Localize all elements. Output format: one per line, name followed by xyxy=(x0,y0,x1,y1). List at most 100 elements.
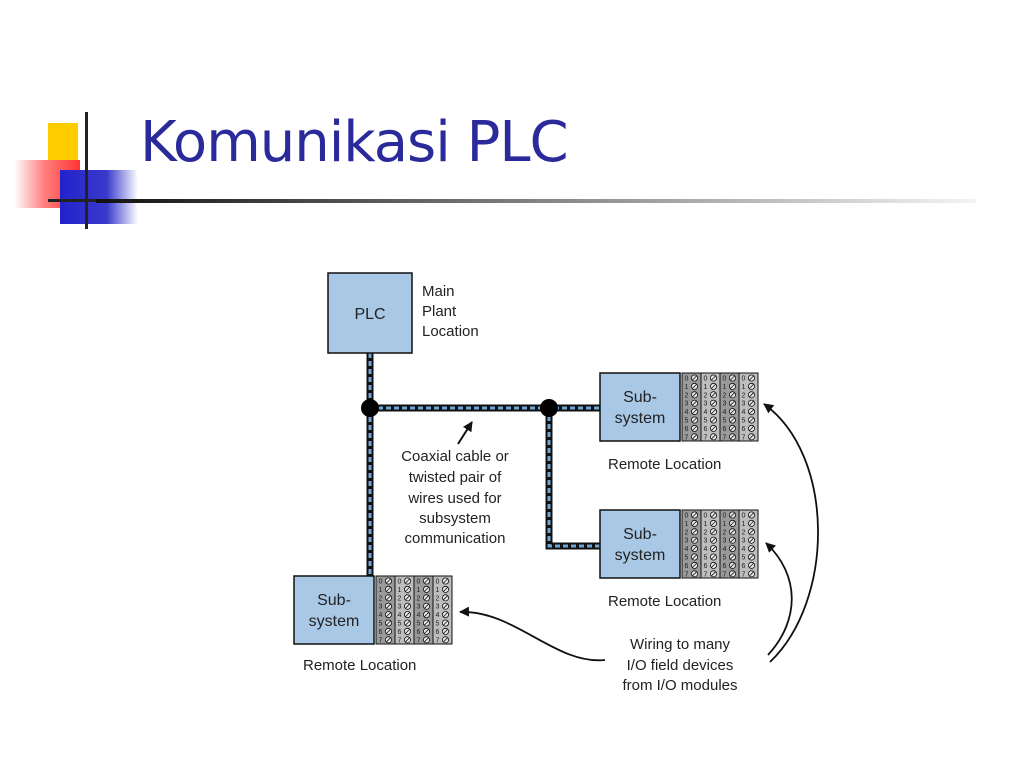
terminal-number: 6 xyxy=(704,563,708,570)
terminal-screw-slot xyxy=(692,529,697,535)
terminal-number: 4 xyxy=(436,612,440,619)
wiring-arrow-top xyxy=(763,403,819,663)
terminal-number: 4 xyxy=(742,409,746,416)
io-module-column xyxy=(432,575,453,645)
cable-note-line: Coaxial cable or xyxy=(401,448,509,465)
terminal-number: 4 xyxy=(704,546,708,553)
subsystem-unit-top-right: Sub- system 0123456701234567012345670123… xyxy=(599,372,759,473)
terminal-number: 5 xyxy=(417,621,421,628)
terminal-number: 0 xyxy=(417,579,421,586)
subsystem-label: Sub- xyxy=(317,592,351,609)
terminal-screw-slot xyxy=(692,563,697,568)
terminal-number: 7 xyxy=(723,434,727,441)
subsystem-label: system xyxy=(309,613,360,630)
terminal-screw-slot xyxy=(405,620,410,626)
terminal-screw-slot xyxy=(443,603,448,609)
terminal-screw-slot xyxy=(443,620,448,626)
terminal-screw-slot xyxy=(711,563,716,568)
subsystem-label: system xyxy=(615,547,666,564)
terminal-screw-slot xyxy=(692,512,697,518)
terminal-number: 7 xyxy=(704,571,708,578)
terminal-number: 1 xyxy=(704,521,708,528)
terminal-number: 3 xyxy=(379,604,383,611)
terminal-number: 2 xyxy=(685,529,689,536)
terminal-screw-slot xyxy=(749,392,754,398)
terminal-number: 1 xyxy=(723,384,727,391)
terminal-screw-slot xyxy=(711,400,716,406)
terminal-number: 6 xyxy=(742,426,746,433)
terminal-number: 1 xyxy=(742,521,746,528)
terminal-screw-slot xyxy=(711,409,716,414)
terminal-number: 7 xyxy=(398,637,402,644)
terminal-number: 2 xyxy=(398,595,402,602)
terminal-number: 1 xyxy=(723,521,727,528)
terminal-number: 5 xyxy=(723,418,727,425)
terminal-number: 1 xyxy=(742,384,746,391)
terminal-screw-slot xyxy=(730,521,735,526)
subsystem-label: Sub- xyxy=(623,526,657,543)
terminal-screw-slot xyxy=(730,400,735,406)
terminal-screw-slot xyxy=(443,595,448,601)
terminal-number: 6 xyxy=(417,629,421,636)
terminal-screw-slot xyxy=(405,637,410,643)
terminal-number: 5 xyxy=(436,621,440,628)
terminal-screw-slot xyxy=(424,587,429,592)
terminal-screw-slot xyxy=(749,546,754,551)
terminal-number: 6 xyxy=(704,426,708,433)
terminal-number: 5 xyxy=(704,418,708,425)
terminal-screw-slot xyxy=(424,612,429,617)
terminal-number: 0 xyxy=(379,579,383,586)
terminal-screw-slot xyxy=(424,629,429,634)
terminal-screw-slot xyxy=(424,603,429,609)
cable-note-arrow xyxy=(457,421,473,445)
terminal-number: 3 xyxy=(436,604,440,611)
deco-horizontal-line xyxy=(48,199,98,202)
wiring-note-line: I/O field devices xyxy=(627,657,734,674)
terminal-number: 4 xyxy=(379,612,383,619)
terminal-number: 5 xyxy=(398,621,402,628)
terminal-number: 3 xyxy=(398,604,402,611)
terminal-number: 7 xyxy=(742,571,746,578)
terminal-screw-slot xyxy=(692,546,697,551)
terminal-number: 6 xyxy=(398,629,402,636)
terminal-number: 4 xyxy=(398,612,402,619)
plc-box: PLC xyxy=(327,272,413,354)
terminal-number: 7 xyxy=(723,571,727,578)
terminal-screw-slot xyxy=(405,578,410,584)
terminal-number: 4 xyxy=(417,612,421,619)
terminal-number: 5 xyxy=(704,555,708,562)
terminal-number: 1 xyxy=(398,587,402,594)
terminal-screw-slot xyxy=(749,529,754,535)
terminal-screw-slot xyxy=(386,603,391,609)
terminal-screw-slot xyxy=(692,375,697,381)
terminal-screw-slot xyxy=(749,512,754,518)
remote-location-label: Remote Location xyxy=(303,657,416,674)
terminal-screw-slot xyxy=(749,375,754,381)
terminal-screw-slot xyxy=(386,637,391,643)
terminal-screw-slot xyxy=(730,426,735,431)
terminal-screw-slot xyxy=(730,434,735,440)
terminal-number: 4 xyxy=(685,546,689,553)
terminal-screw-slot xyxy=(692,537,697,543)
terminal-screw-slot xyxy=(749,563,754,568)
terminal-screw-slot xyxy=(424,637,429,643)
terminal-number: 6 xyxy=(723,426,727,433)
terminal-screw-slot xyxy=(749,537,754,543)
terminal-screw-slot xyxy=(692,409,697,414)
terminal-screw-slot xyxy=(692,521,697,526)
terminal-number: 3 xyxy=(704,538,708,545)
terminal-screw-slot xyxy=(443,629,448,634)
terminal-number: 6 xyxy=(436,629,440,636)
terminal-number: 1 xyxy=(436,587,440,594)
terminal-screw-slot xyxy=(730,554,735,560)
terminal-screw-slot xyxy=(692,571,697,577)
terminal-number: 0 xyxy=(398,579,402,586)
terminal-screw-slot xyxy=(711,571,716,577)
terminal-screw-slot xyxy=(730,563,735,568)
terminal-number: 1 xyxy=(379,587,383,594)
terminal-number: 6 xyxy=(723,563,727,570)
wiring-note-line: Wiring to many xyxy=(630,636,731,653)
terminal-number: 0 xyxy=(685,513,689,520)
